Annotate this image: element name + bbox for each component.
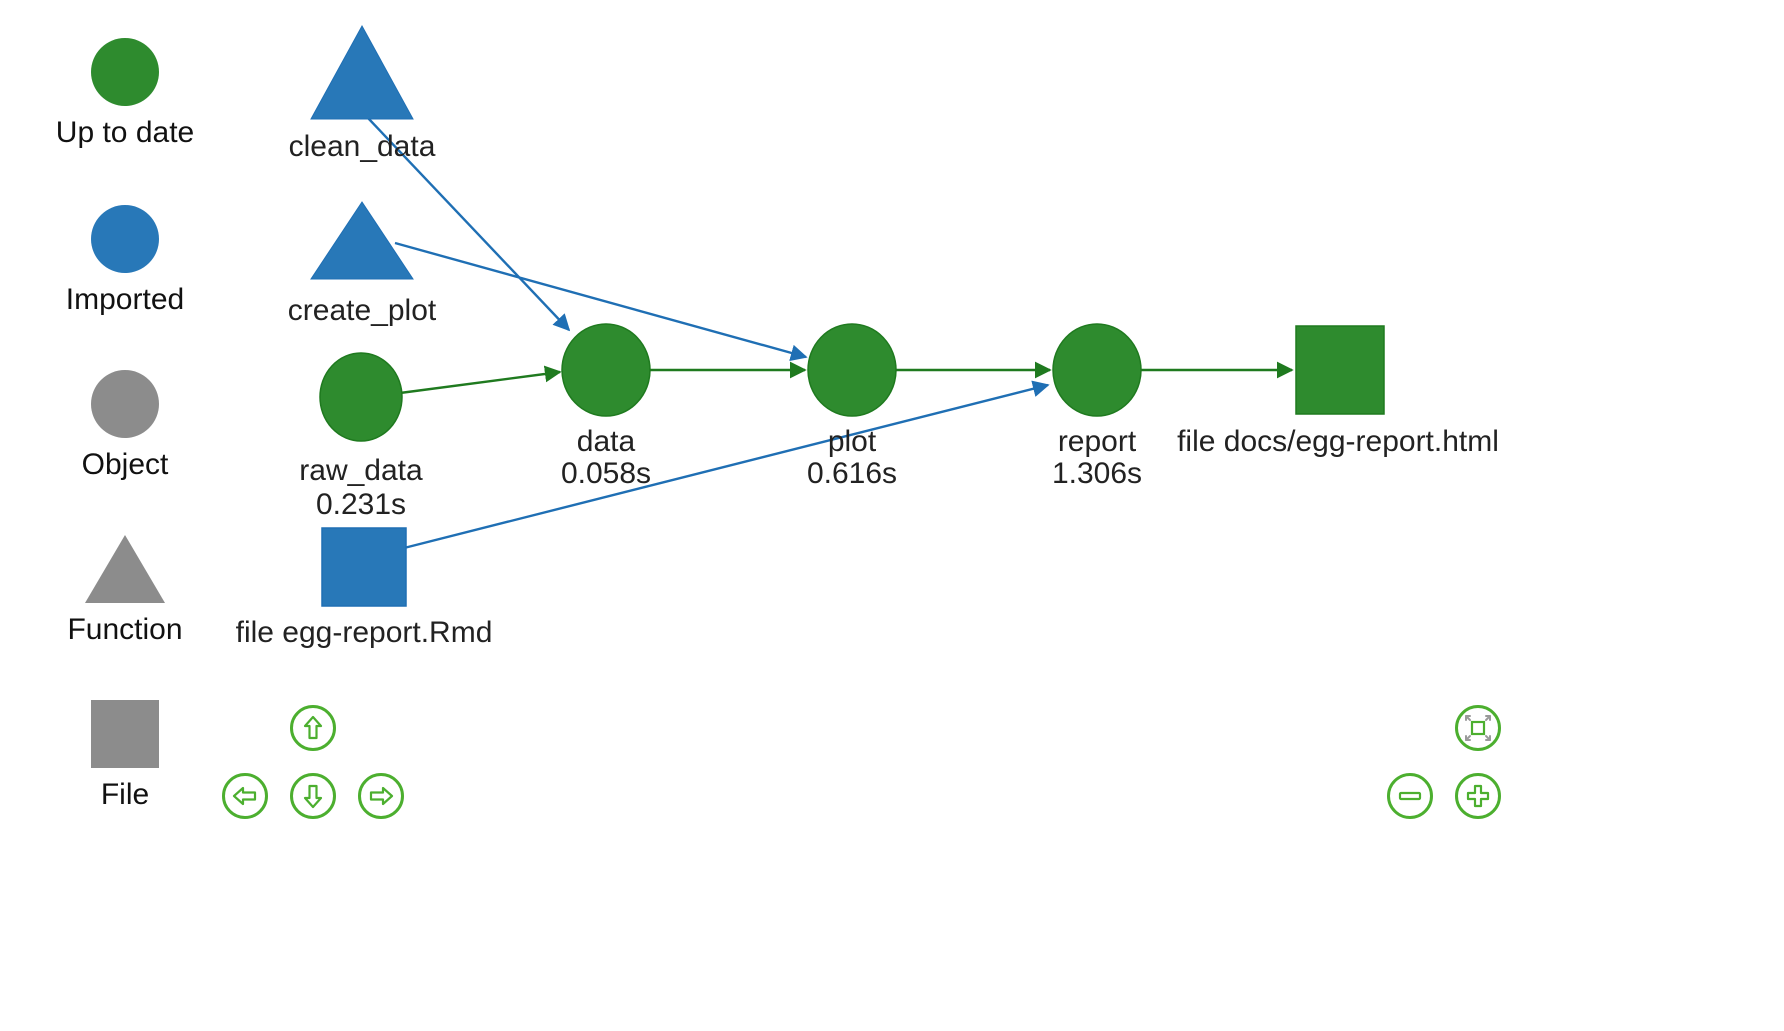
legend-function-label: Function bbox=[67, 615, 183, 645]
fit-screen-icon bbox=[1465, 715, 1491, 741]
arrow-up-icon bbox=[303, 715, 323, 740]
legend-file-square-icon bbox=[91, 700, 159, 768]
legend-object-label: Object bbox=[81, 450, 169, 480]
legend-up-to-date-circle-icon bbox=[91, 38, 159, 106]
legend-item-object: Object bbox=[0, 370, 250, 480]
pan-up-button[interactable] bbox=[290, 705, 336, 751]
graph-edges bbox=[367, 117, 1294, 550]
plus-icon bbox=[1466, 784, 1490, 808]
edge-clean-data-to-data bbox=[367, 117, 571, 332]
legend-item-up-to-date: Up to date bbox=[0, 38, 250, 148]
node-file-egg-report-rmd-shape bbox=[321, 527, 407, 607]
arrow-down-icon bbox=[303, 784, 323, 809]
zoom-in-button[interactable] bbox=[1455, 773, 1501, 819]
legend-up-to-date-label: Up to date bbox=[55, 118, 195, 148]
legend-item-imported: Imported bbox=[0, 205, 250, 315]
edge-create-plot-to-plot bbox=[394, 241, 808, 362]
node-raw-data-shape bbox=[319, 352, 403, 442]
node-data-shape bbox=[561, 323, 651, 417]
node-create-plot-shape bbox=[310, 201, 414, 280]
pan-right-button[interactable] bbox=[358, 773, 404, 819]
arrow-right-icon bbox=[369, 786, 394, 806]
node-plot-shape bbox=[807, 323, 897, 417]
node-report-shape bbox=[1052, 323, 1142, 417]
legend-item-file: File bbox=[0, 700, 250, 810]
edge-rmd-to-report bbox=[403, 380, 1050, 550]
legend-function-triangle-icon bbox=[85, 535, 165, 603]
edge-raw-data-to-data bbox=[399, 365, 562, 395]
legend-imported-label: Imported bbox=[65, 285, 185, 315]
node-clean-data-shape bbox=[310, 24, 414, 120]
arrow-left-icon bbox=[232, 786, 257, 806]
legend-object-circle-icon bbox=[91, 370, 159, 438]
pan-left-button[interactable] bbox=[222, 773, 268, 819]
zoom-out-button[interactable] bbox=[1387, 773, 1433, 819]
fit-to-screen-button[interactable] bbox=[1455, 705, 1501, 751]
legend: Up to date Imported Object Function File bbox=[0, 0, 250, 900]
legend-file-label: File bbox=[100, 780, 150, 810]
pan-down-button[interactable] bbox=[290, 773, 336, 819]
minus-icon bbox=[1398, 791, 1422, 801]
node-file-docs-egg-report-html-shape bbox=[1295, 325, 1385, 415]
graph-nodes bbox=[310, 24, 1385, 607]
legend-imported-circle-icon bbox=[91, 205, 159, 273]
legend-item-function: Function bbox=[0, 535, 250, 645]
